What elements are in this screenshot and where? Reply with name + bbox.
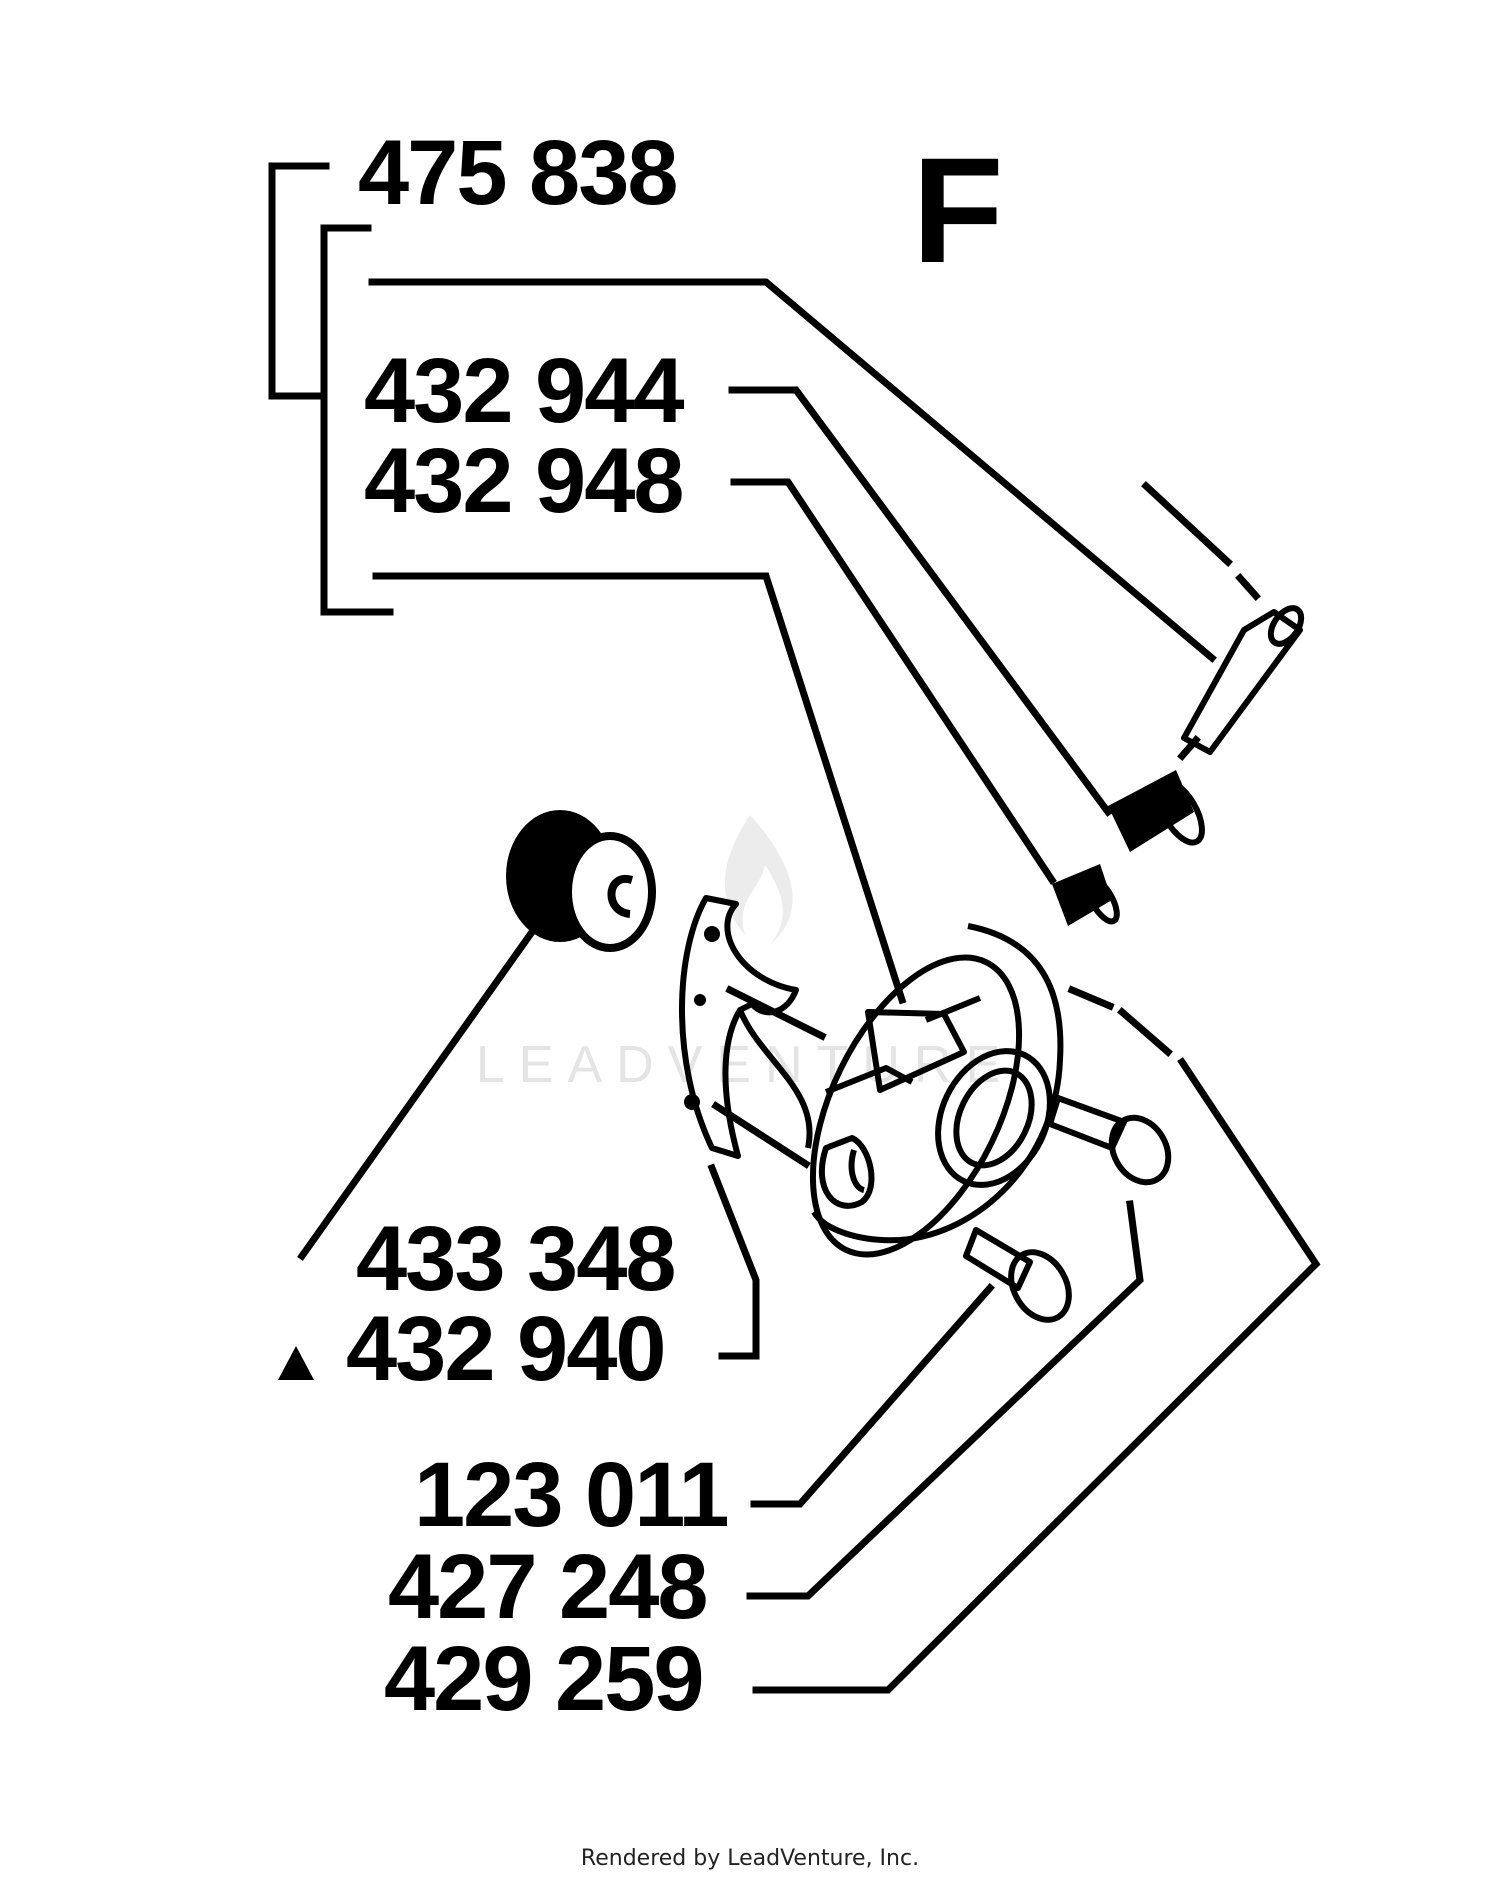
crankcase-bolt-upper-part[interactable] [1047,1095,1180,1192]
bracket-kit-inner [320,224,394,616]
leader-line-432-940 [707,1163,760,1360]
watermark-flame-icon [724,815,793,945]
piston-assembly-part[interactable] [770,923,1071,1286]
needle-bearing-part[interactable] [1108,770,1211,852]
label-432-948[interactable]: 432 948 [364,430,685,532]
circlip-part[interactable] [679,895,813,1159]
leader-line-top [368,278,1217,663]
large-needle-bearing-part[interactable] [506,810,656,952]
leader-line-433-348 [297,927,537,1261]
label-475-838[interactable]: 475 838 [358,122,679,224]
leader-line-427-248 [746,1200,1144,1600]
leader-line-bottom-bracket [372,572,907,1005]
leader-line-123-011 [750,1283,995,1508]
leader-line-432-948 [730,478,1057,885]
piston-pin-part[interactable] [1181,603,1307,755]
bracket-kit-outer [268,162,330,400]
footer-credit: Rendered by LeadVenture, Inc. [580,1846,920,1871]
label-432-940[interactable]: 432 940 [346,1298,667,1400]
label-432-944[interactable]: 432 944 [364,340,686,442]
label-433-348[interactable]: 433 348 [356,1208,677,1310]
watermark-text: LEADVENTURE [476,1036,1014,1094]
label-123-011[interactable]: 123 011 [414,1444,729,1546]
triangle-marker-icon [278,1346,314,1380]
thrust-washer-part[interactable] [1052,864,1123,926]
section-letter: F [912,126,1004,294]
watermark: LEADVENTURE [476,815,1014,1094]
label-429-259[interactable]: 429 259 [384,1628,705,1730]
dash-pin-top [1141,481,1233,567]
crankcase-bolt-lower-part[interactable] [963,1227,1081,1330]
leader-line-429-259 [752,1057,1321,1694]
label-427-248[interactable]: 427 248 [388,1536,709,1638]
dash-piston-right [1067,985,1173,1057]
leader-line-432-944 [728,386,1113,817]
dash-pin-mid [1235,573,1261,601]
